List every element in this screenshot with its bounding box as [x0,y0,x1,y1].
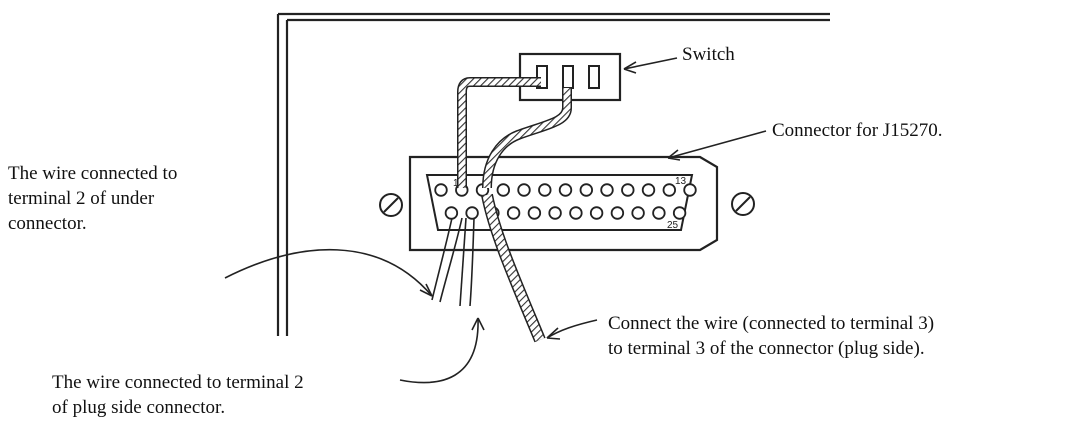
pin-number-1: 1 [453,178,459,189]
pin-hole-row1-11 [641,183,656,197]
pin-hole-row2-7 [569,206,583,220]
loose-wires [431,217,475,307]
connector-label: Connector for J15270. [772,120,943,141]
leader-lines [224,57,767,384]
pin-hole-row1-13 [683,183,697,197]
pin-hole-row1-7 [558,183,573,197]
mounting-screw-left [379,193,403,217]
plug-wire-label: The wire connected to terminal 2 of plug… [52,370,304,420]
pin-hole-row1-6 [538,183,552,197]
under-wire-label-line-2: terminal 2 of under [8,188,155,209]
pin-hole-row2-12 [672,206,687,220]
pin-hole-row1-12 [662,183,677,197]
under-wire-label-line-3: connector. [8,213,87,234]
terminal3-leader [546,319,598,339]
plug-wire-leader [399,317,479,384]
switch-leader [623,57,678,70]
switch-terminal-2 [562,65,574,89]
switch-terminal-3 [588,65,600,89]
pin-hole-row2-10 [631,206,645,220]
terminal3-label-line-1: Connect the wire (connected to terminal … [608,313,935,334]
pin-hole-row2-8 [589,206,604,220]
switch-label: Switch [682,44,735,65]
pin-hole-row1-5 [517,183,531,197]
pin-number-13: 13 [675,176,687,187]
mounting-screw-right [731,192,755,216]
pin-hole-row2-6 [548,206,562,220]
loose-wire-left [431,217,453,301]
pin-hole-row2-4 [506,206,521,220]
dsub-connector: 1 13 25 [379,155,755,252]
pin-number-25: 25 [667,220,679,231]
pin-hole-row2-11 [652,206,666,220]
pin-hole-row1-1 [434,183,448,197]
pin-hole-row2-9 [610,206,625,220]
terminal3-label: Connect the wire (connected to terminal … [608,311,934,361]
connector-leader [667,130,767,159]
pin-hole-row1-10 [621,183,635,197]
under-wire-leader [224,249,433,297]
terminal3-label-line-2: to terminal 3 of the connector (plug sid… [608,338,925,359]
plug-wire-label-line-2: of plug side connector. [52,397,226,418]
pin-hole-row1-9 [600,183,614,197]
pin-hole-row2-1 [444,206,459,220]
panel-outline [276,12,830,336]
pin-hole-row2-5 [527,206,542,220]
plug-wire-label-line-1: The wire connected to terminal 2 [52,372,304,393]
under-wire-label-line-1: The wire connected to [8,163,178,184]
hatched-wires [457,77,572,343]
pin-hole-row1-4 [496,183,511,197]
under-wire-label: The wire connected to terminal 2 of unde… [8,161,177,236]
pin-hole-row1-8 [579,183,594,197]
loose-wire-right [459,217,467,307]
pin-hole-row2-2 [465,206,479,220]
